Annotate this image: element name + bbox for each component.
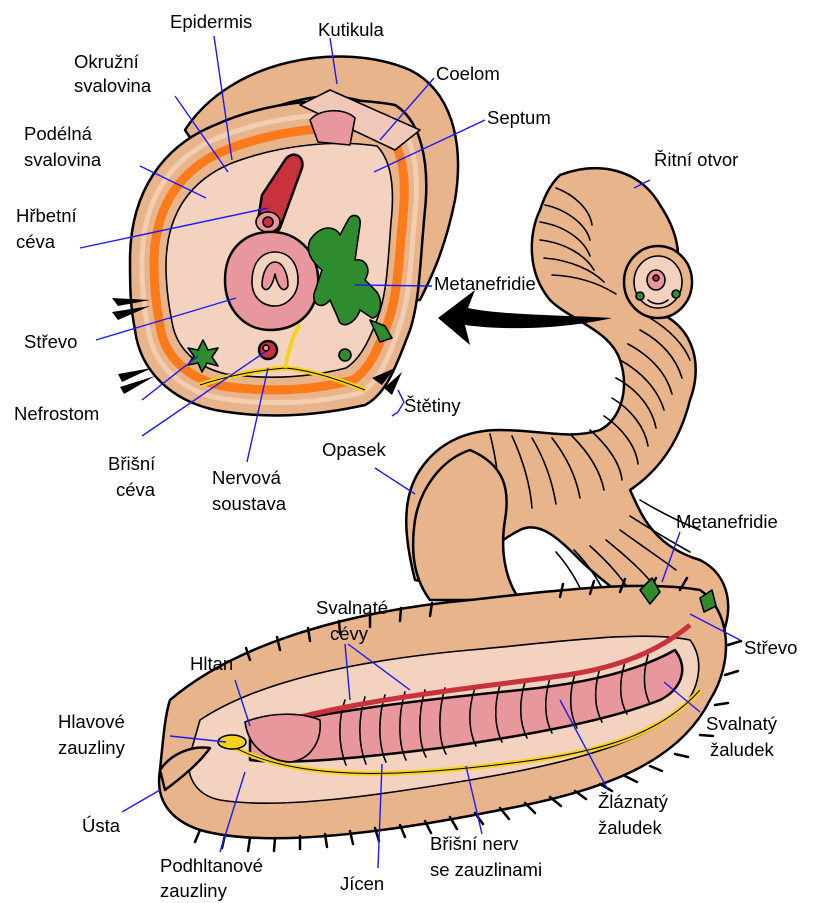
label-strevo-left: Střevo <box>24 331 77 352</box>
label-metanefridie-top: Metanefridie <box>434 273 536 294</box>
label-zlaznaty-zaludek-1: Žláznatý <box>598 791 669 812</box>
label-svalnate-cevy-1: Svalnaté <box>316 597 388 618</box>
label-usta: Ústa <box>82 815 121 836</box>
label-hrbetni-ceva-2: céva <box>16 231 56 252</box>
label-podhltanove-zauzliny-1: Podhltanové <box>160 855 263 876</box>
label-svalnaty-zaludek-1: Svalnatý <box>706 713 778 734</box>
label-okruzni-svalovina-1: Okružní <box>74 51 140 72</box>
label-nefrostom: Nefrostom <box>14 403 99 424</box>
label-coelom: Coelom <box>436 63 500 84</box>
label-brisni-nerv-2: se zauzlinami <box>430 859 542 880</box>
label-hrbetni-ceva-1: Hřbetní <box>16 205 78 226</box>
label-nervova-soustava-1: Nervová <box>212 467 282 488</box>
label-zlaznaty-zaludek-2: žaludek <box>598 817 663 838</box>
label-svalnate-cevy-2: cévy <box>330 623 369 644</box>
label-ritni-otvor: Řitní otvor <box>654 149 738 170</box>
label-jicen: Jícen <box>340 873 384 894</box>
label-kutikula: Kutikula <box>318 19 385 40</box>
label-strevo-right: Střevo <box>744 637 797 658</box>
label-brisni-ceva-1: Břišní <box>108 453 156 474</box>
label-brisni-nerv-1: Břišní nerv <box>430 833 519 854</box>
label-svalnaty-zaludek-2: žaludek <box>710 739 775 760</box>
label-metanefridie-right: Metanefridie <box>676 511 778 532</box>
label-podelna-svalovina-2: svalovina <box>24 149 102 170</box>
label-opasek: Opasek <box>322 439 387 460</box>
label-brisni-ceva-2: céva <box>116 479 156 500</box>
label-podhltanove-zauzliny-2: zauzliny <box>160 880 228 901</box>
label-stetiny: Štětiny <box>404 395 461 416</box>
label-hltan: Hltan <box>190 653 233 674</box>
label-podelna-svalovina-1: Podélná <box>24 123 93 144</box>
label-nervova-soustava-2: soustava <box>212 493 287 514</box>
label-hlavove-zauzliny-1: Hlavové <box>58 711 125 732</box>
label-septum: Septum <box>487 107 551 128</box>
label-hlavove-zauzliny-2: zauzliny <box>58 737 126 758</box>
label-okruzni-svalovina-2: svalovina <box>74 75 152 96</box>
label-epidermis: Epidermis <box>170 11 252 32</box>
